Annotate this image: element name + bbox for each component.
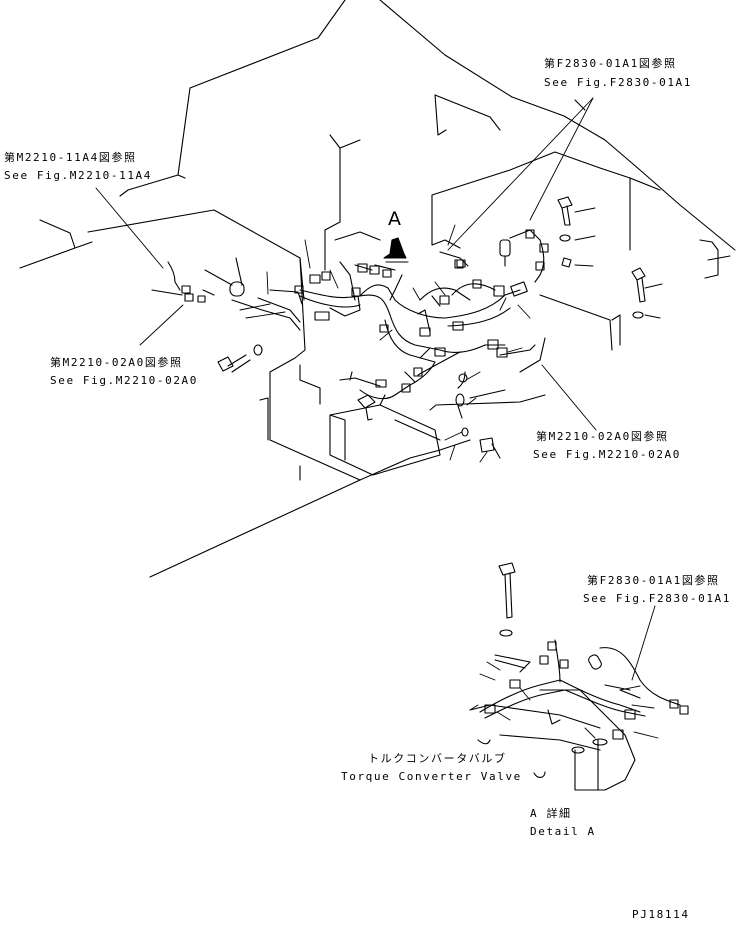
detail-a-drawing (469, 562, 689, 791)
left-bracket-group (151, 257, 303, 331)
right-sensor-group (439, 196, 646, 319)
ref-label-f2830-bottom-jp: 第F2830-01A1図参照 (587, 574, 720, 587)
drawing-code: PJ18114 (632, 908, 690, 921)
detail-a-title-en: Detail A (530, 825, 596, 838)
ref-label-f2830-bottom-en: See Fig.F2830-01A1 (583, 592, 732, 605)
ref-label-m2210-02a0-left-jp: 第M2210-02A0図参照 (50, 356, 183, 369)
ref-label-m2210-02a0-right-jp: 第M2210-02A0図参照 (536, 430, 669, 443)
chassis-outline (19, 0, 736, 578)
torque-converter-valve-jp: トルクコンバータバルブ (368, 752, 507, 765)
torque-converter-valve-en: Torque Converter Valve (341, 770, 522, 783)
view-letter-a: A (388, 208, 401, 230)
ref-label-m2210-02a0-left-en: See Fig.M2210-02A0 (50, 374, 199, 387)
ref-label-m2210-11a4-jp: 第M2210-11A4図参照 (4, 151, 137, 164)
ref-label-f2830-top-jp: 第F2830-01A1図参照 (544, 57, 677, 70)
leader-lines (95, 97, 663, 463)
ref-label-m2210-02a0-right-en: See Fig.M2210-02A0 (533, 448, 682, 461)
main-wiring-harness (294, 259, 536, 441)
view-arrow-a (383, 237, 409, 263)
detail-a-title-jp: A 詳細 (530, 807, 572, 820)
ref-label-m2210-11a4-en: See Fig.M2210-11A4 (4, 169, 153, 182)
ref-label-f2830-top-en: See Fig.F2830-01A1 (544, 76, 693, 89)
lower-fasteners (217, 344, 501, 459)
